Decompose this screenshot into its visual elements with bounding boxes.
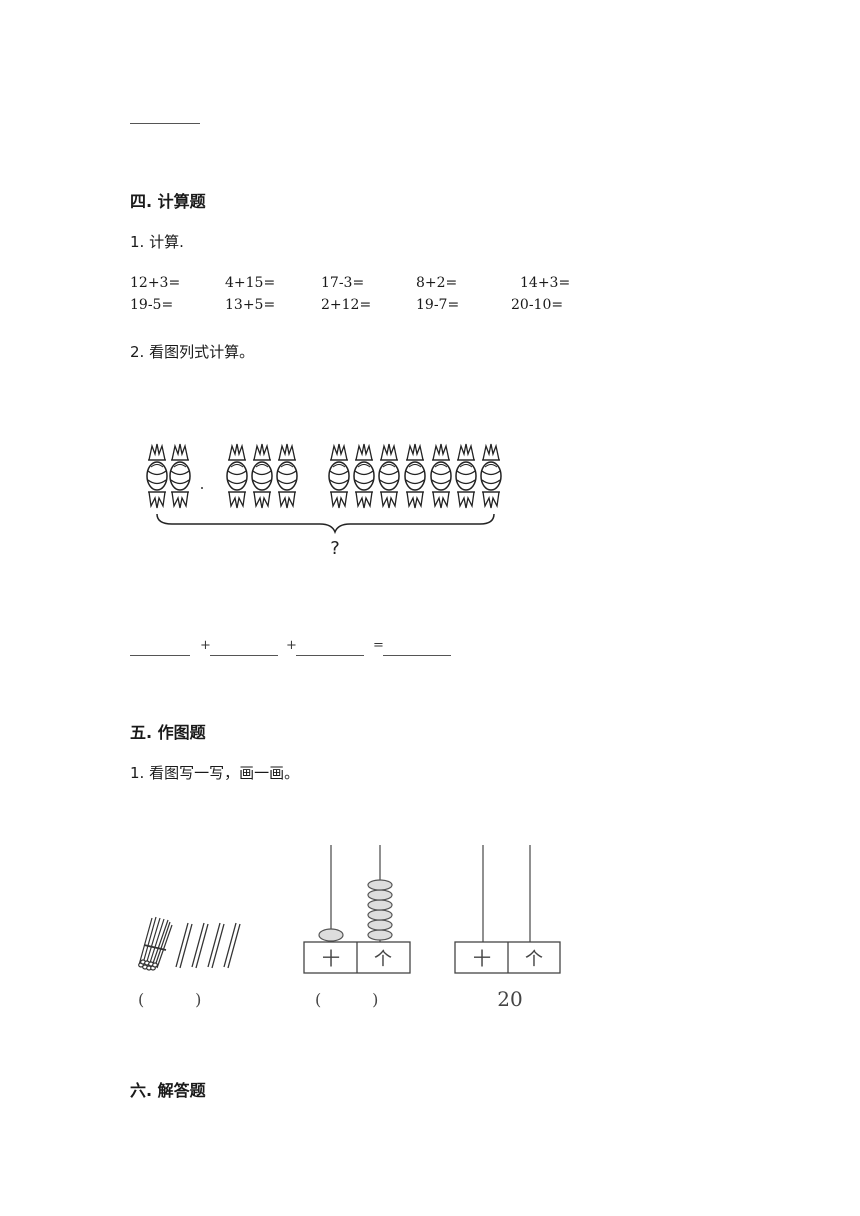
equation-r2-c2: 13+5= <box>225 297 276 313</box>
sticks-answer[interactable]: ( ) <box>138 990 201 1009</box>
candy-group-3 <box>328 443 502 509</box>
dot-mark <box>201 487 203 489</box>
equation-r2-c1: 19-5= <box>130 297 174 313</box>
candy-group-2 <box>226 443 298 509</box>
abacus-2-value: 20 <box>497 987 522 1011</box>
brace <box>156 513 495 535</box>
sticks-figure: ( ) <box>138 916 241 1009</box>
section-title-4: 四. 计算题 <box>130 192 206 211</box>
equals-sign: = <box>373 638 384 653</box>
question-mark: ? <box>330 538 340 559</box>
abacus-1-answer[interactable]: ( ) <box>315 990 378 1009</box>
beads-ones <box>367 879 393 941</box>
equation-r1-c1: 12+3= <box>130 275 181 291</box>
equation-r2-c5: 20-10= <box>511 297 564 313</box>
blank-2[interactable] <box>210 655 278 656</box>
question-5-1-label: 1. 看图写一写，画一画。 <box>130 764 300 782</box>
plus-sign-1: + <box>200 638 211 653</box>
section-title-5: 五. 作图题 <box>130 723 206 742</box>
blank-1[interactable] <box>130 655 190 656</box>
plus-sign-2: + <box>286 638 297 653</box>
question-4-1-label: 1. 计算. <box>130 233 184 251</box>
label-ones: 个 <box>525 949 543 970</box>
candy-figure: ? <box>146 443 502 559</box>
equation-r1-c3: 17-3= <box>321 275 365 291</box>
section-title-6: 六. 解答题 <box>130 1081 206 1100</box>
equation-r1-c5: 14+3= <box>520 275 571 291</box>
label-tens: 十 <box>322 949 340 970</box>
answer-line-top[interactable] <box>130 123 200 124</box>
label-ones: 个 <box>374 949 392 970</box>
abacus-1: 十 个 ( ) <box>303 845 411 1009</box>
answer-row-4-2: + + = <box>130 638 460 660</box>
equation-r2-c3: 2+12= <box>321 297 372 313</box>
question-4-2-label: 2. 看图列式计算。 <box>130 343 255 361</box>
bead-tens-1 <box>318 928 344 942</box>
candy-group-1 <box>146 443 191 509</box>
blank-3[interactable] <box>296 655 364 656</box>
equation-r1-c4: 8+2= <box>416 275 458 291</box>
stick-bundle <box>138 916 173 971</box>
equation-r1-c2: 4+15= <box>225 275 276 291</box>
abacus-2: 十 个 20 <box>454 845 561 1011</box>
single-sticks <box>175 922 241 969</box>
blank-4[interactable] <box>383 655 451 656</box>
equation-r2-c4: 19-7= <box>416 297 460 313</box>
label-tens: 十 <box>473 949 491 970</box>
